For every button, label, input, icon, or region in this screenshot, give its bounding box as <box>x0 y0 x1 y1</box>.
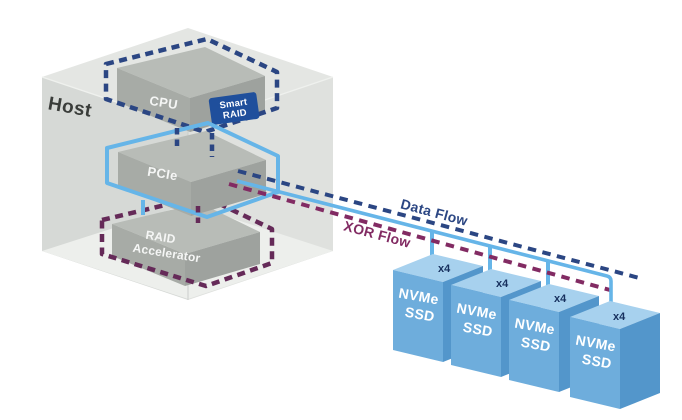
ssd-4-label-line1: NVMe <box>575 332 618 355</box>
cpu-block-front-face <box>117 68 190 132</box>
smartraid-badge-background <box>208 92 260 125</box>
ssd-4-side-face <box>620 313 660 409</box>
ssd-1-lanes-label: x4 <box>438 263 451 275</box>
cpu-block-top-face <box>117 47 265 98</box>
raid-label-line1: RAID <box>145 228 177 247</box>
ssd-box-4: NVMe SSD x4 <box>570 301 660 409</box>
pcie-block-top-face <box>118 131 266 182</box>
cpu-label: CPU <box>148 93 179 112</box>
ssd-4-label-line2: SSD <box>581 351 613 372</box>
smartraid-badge-line1: Smart <box>219 97 249 112</box>
smartraid-badge-line2: RAID <box>222 107 247 121</box>
internal-links <box>141 128 215 223</box>
raid-block-top-face <box>112 203 260 254</box>
pcie-link-line <box>236 179 613 306</box>
raid-block-front-face <box>112 224 185 286</box>
ssd-2-lanes-label: x4 <box>496 278 509 290</box>
smartraid-badge: Smart RAID <box>208 92 260 125</box>
data-flow-line <box>237 169 644 281</box>
ssd-3-lanes-label: x4 <box>554 293 567 305</box>
ssd-2-label-line1: NVMe <box>456 300 499 323</box>
ssd-4-front-face <box>570 317 620 409</box>
pcie-block-side-face <box>191 160 266 216</box>
ssd-3-label-line1: NVMe <box>514 315 557 338</box>
raid-accelerator-block: RAID Accelerator <box>99 193 275 289</box>
ssd-1-label-line1: NVMe <box>398 285 441 308</box>
ssd-2-front-face <box>451 285 501 377</box>
ssd-3-label-line2: SSD <box>520 334 552 355</box>
cpu-block: CPU Smart RAID <box>103 36 280 135</box>
raid-accelerator-outline <box>99 193 275 289</box>
pcie-block-front-face <box>118 152 191 216</box>
pcie-block: PCIe <box>105 121 280 219</box>
ssd-4-lanes-label: x4 <box>613 311 626 323</box>
ssd-3-front-face <box>509 300 559 392</box>
ssd-1-label-line2: SSD <box>404 304 436 325</box>
ssd-2-label-line2: SSD <box>462 319 494 340</box>
raid-block-side-face <box>185 232 260 286</box>
ssd-1-front-face <box>393 270 443 362</box>
cpu-outline <box>103 36 280 135</box>
xor-flow-line <box>228 182 611 292</box>
pcie-label: PCIe <box>146 164 178 184</box>
